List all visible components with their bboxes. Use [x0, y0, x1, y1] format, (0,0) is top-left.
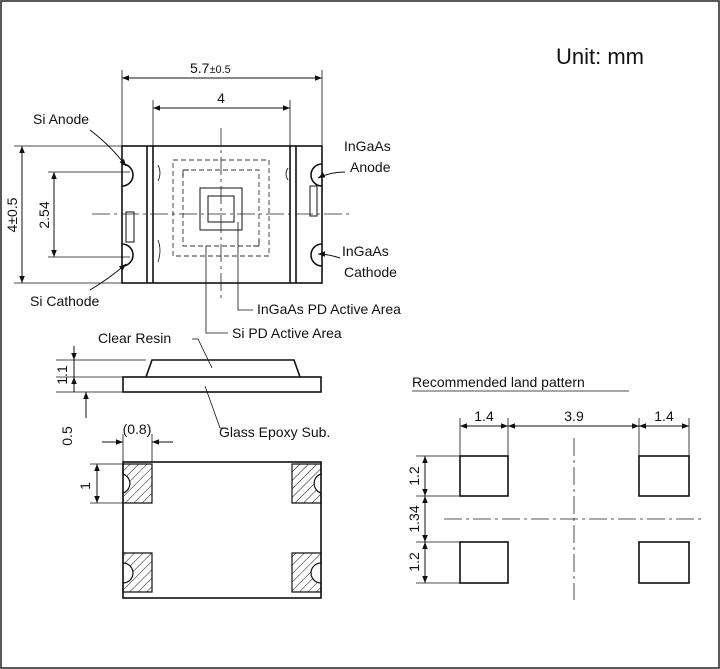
dim-land-pad-w-left: 1.4 [474, 408, 494, 424]
dim-inner-width: 4 [217, 90, 225, 106]
dim-resin-height: 1.1 [54, 365, 70, 385]
dim-land-pad-h-bottom: 1.2 [406, 552, 422, 572]
label-ingaas-pd-active-area: InGaAs PD Active Area [257, 301, 401, 317]
dim-land-pad-h-top: 1.2 [406, 466, 422, 486]
land-pad-bottom-left [459, 541, 509, 584]
dim-sub-height: 0.5 [59, 426, 75, 446]
land-pad-bottom-right [638, 541, 690, 584]
label-ingaas-cathode-2: Cathode [344, 264, 397, 280]
label-si-pd-active-area: Si PD Active Area [232, 325, 342, 341]
dim-height: 4±0.5 [4, 197, 20, 232]
label-ingaas-cathode: InGaAs [342, 243, 389, 259]
land-pattern: Recommended land pattern 1.4 3.9 1.4 1.2… [406, 374, 704, 600]
land-pad-top-left [459, 455, 509, 497]
label-ingaas-anode-2: Anode [350, 159, 391, 175]
dim-pad-height: 1 [77, 482, 93, 490]
dim-land-mid: 1.34 [406, 505, 422, 532]
dim-land-gap: 3.9 [564, 408, 584, 424]
label-glass-epoxy: Glass Epoxy Sub. [219, 424, 330, 440]
land-pad-top-right [638, 455, 690, 497]
label-ingaas-anode: InGaAs [344, 138, 391, 154]
top-view: 5.7±0.5 4 4±0.5 2.54 [4, 60, 401, 341]
bottom-view: (0.8) 1 [77, 421, 322, 599]
label-si-cathode: Si Cathode [30, 293, 99, 309]
side-view: Clear Resin Glass Epoxy Sub. 1.1 0.5 [54, 330, 330, 446]
unit-label: Unit: mm [556, 44, 644, 69]
dim-pad-width: (0.8) [123, 421, 152, 437]
dim-land-pad-w-right: 1.4 [654, 408, 674, 424]
dim-overall-width: 5.7±0.5 [190, 60, 231, 76]
label-clear-resin: Clear Resin [98, 330, 171, 346]
dim-pitch: 2.54 [36, 201, 52, 228]
land-pattern-title: Recommended land pattern [412, 374, 585, 390]
label-si-anode: Si Anode [33, 111, 89, 127]
